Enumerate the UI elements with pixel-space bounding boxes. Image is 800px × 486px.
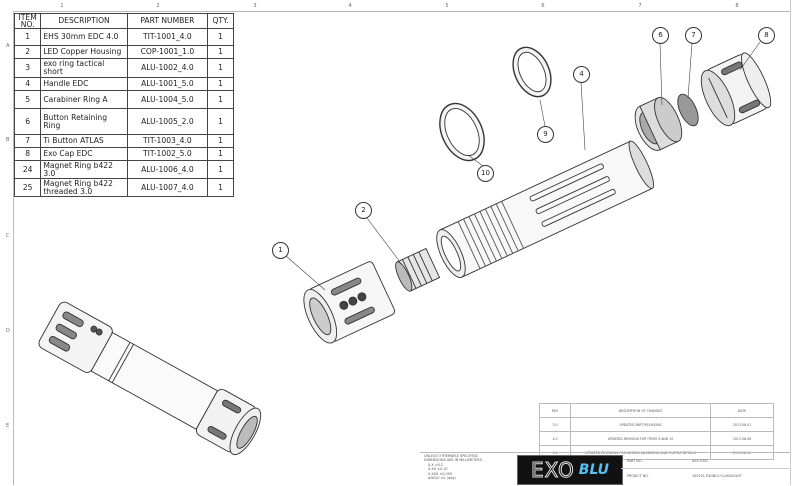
revision-description: UPDATED PART REVISIONS [571, 418, 711, 432]
part-exo-cap [694, 50, 776, 131]
rev-description-header: DESCRIPTION OF CHANGES [571, 404, 711, 418]
item-balloon: 10 [477, 165, 494, 182]
logo-exo-text: EXO [531, 458, 575, 482]
revision-row: 3.0UPDATED PART REVISIONS2013.08.01 [540, 418, 774, 432]
tolerance-line: ANGLE ±2 (deg) [424, 476, 483, 480]
title-block-divider [621, 468, 790, 469]
item-balloon: 9 [537, 126, 554, 143]
part-ehs-head [297, 260, 396, 347]
part-no-label: PART NO. [627, 459, 643, 463]
exoblu-logo: EXO BLU [517, 455, 623, 485]
revision-date: 2013.08.06 [711, 432, 774, 446]
project-no-value: 100101 EXOBLU FLASHLIGHT [692, 474, 742, 478]
item-balloon: 1 [272, 242, 289, 259]
item-balloon: 4 [573, 66, 590, 83]
revision-header-row: REV DESCRIPTION OF CHANGES DATE [540, 404, 774, 418]
revision-date: 2013.08.01 [711, 418, 774, 432]
tolerance-note: UNLESS OTHERWISE SPECIFIED:DIMENSIONS AR… [424, 454, 483, 480]
rev-header: REV [540, 404, 571, 418]
project-no-label: PROJECT NO. [627, 474, 649, 478]
item-balloon: 7 [685, 27, 702, 44]
item-balloon: 6 [652, 27, 669, 44]
revision-description: UPDATED REVISION FOR ITEMS 9 AND 10 [571, 432, 711, 446]
assembled-flashlight [37, 300, 267, 459]
revision-rev: 4.0 [540, 432, 571, 446]
part-no-value: ASY-1001 [692, 459, 708, 463]
rev-date-header: DATE [711, 404, 774, 418]
revision-rev: 3.0 [540, 418, 571, 432]
item-balloon: 8 [758, 27, 775, 44]
revision-row: 4.0UPDATED REVISION FOR ITEMS 9 AND 1020… [540, 432, 774, 446]
item-balloon: 2 [355, 202, 372, 219]
logo-blu-text: BLU [579, 462, 609, 478]
part-led-copper-housing [392, 248, 439, 293]
